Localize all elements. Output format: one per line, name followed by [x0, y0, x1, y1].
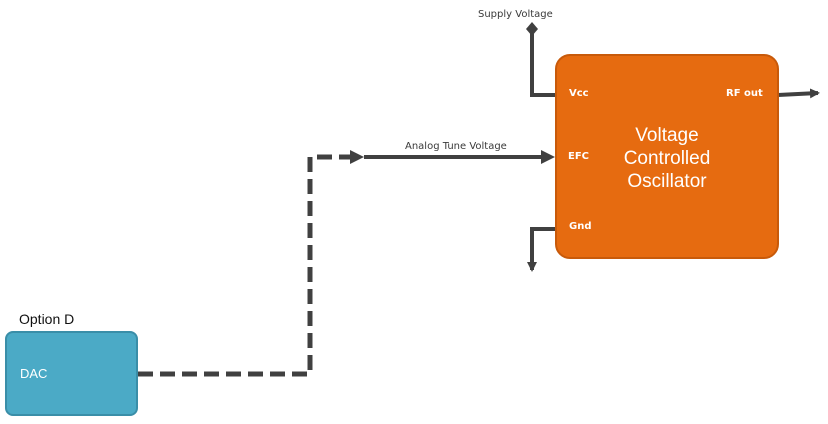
option-label: Option D	[19, 311, 75, 327]
supply-voltage-label: Supply Voltage	[478, 9, 553, 20]
vcc-pin-label: Vcc	[569, 88, 589, 99]
vco-title-line-3: Oscillator	[627, 171, 707, 192]
supply-voltage-diamond	[526, 22, 538, 36]
supply-voltage-wire	[530, 28, 556, 97]
dac-block	[5, 331, 138, 416]
analog-tune-voltage-label: Analog Tune Voltage	[405, 141, 507, 152]
rf-out-wire	[777, 88, 820, 99]
dac-dashed-wire	[138, 154, 352, 377]
dac-label: DAC	[20, 366, 48, 381]
gnd-pin-label: Gnd	[569, 221, 592, 232]
analog-tune-arrowhead	[541, 150, 555, 164]
efc-pin-label: EFC	[568, 151, 590, 162]
ground-wire	[527, 227, 556, 272]
vco-title: Voltage Controlled Oscillator	[597, 124, 737, 193]
dashed-wire-arrowhead	[350, 150, 364, 164]
vco-title-line-1: Voltage	[635, 125, 699, 146]
rf-out-pin-label: RF out	[726, 88, 763, 99]
vco-block	[555, 54, 779, 259]
vco-title-line-2: Controlled	[623, 148, 711, 169]
